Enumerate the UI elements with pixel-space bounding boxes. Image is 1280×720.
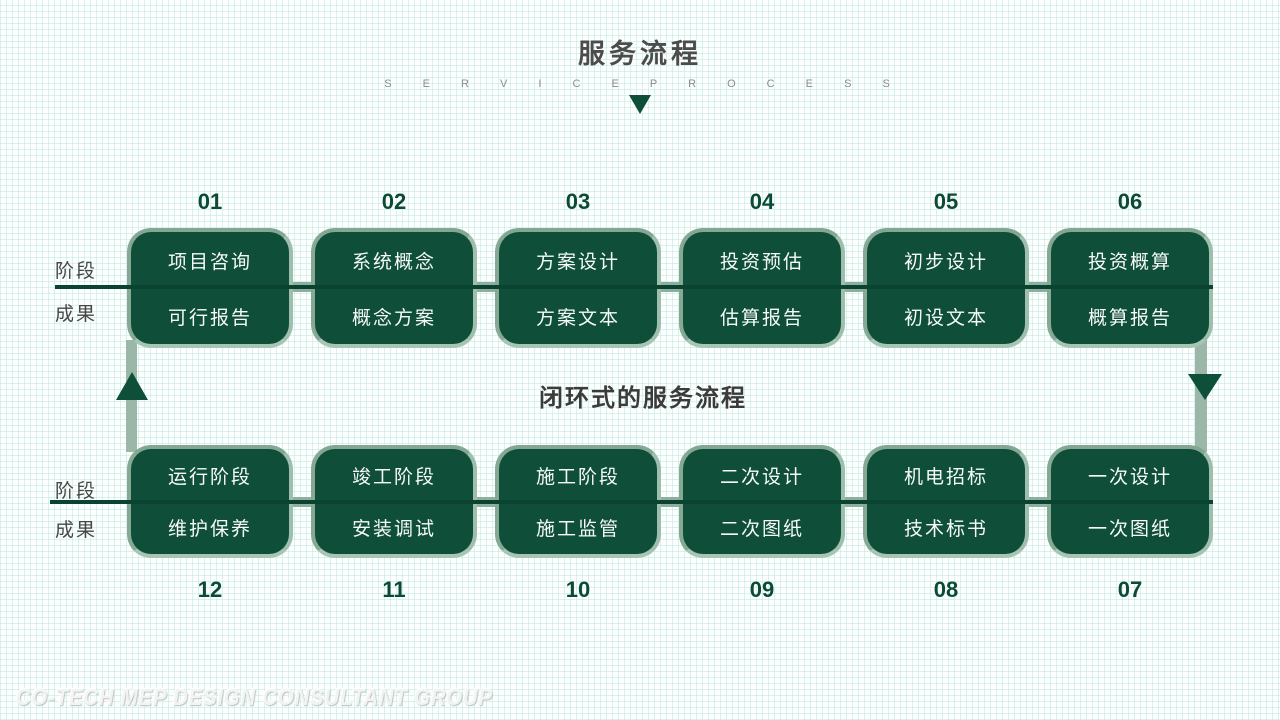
box-result-text: 施工监管 bbox=[535, 519, 620, 541]
box-result-text: 一次图纸 bbox=[1087, 519, 1172, 541]
box-stage-text: 投资预估 bbox=[719, 251, 804, 273]
box-stage-text: 机电招标 bbox=[903, 466, 988, 488]
box-result-text: 初设文本 bbox=[903, 307, 988, 329]
box-stage-text: 系统概念 bbox=[351, 251, 436, 273]
top-row-stage-label: 阶段 bbox=[54, 261, 97, 282]
box-result-text: 二次图纸 bbox=[719, 519, 804, 541]
box-stage-text: 初步设计 bbox=[903, 251, 988, 273]
step-number: 08 bbox=[933, 577, 959, 602]
header: 服务流程 S E R V I C E P R O C E S S bbox=[0, 32, 1280, 90]
step-number: 07 bbox=[1117, 577, 1143, 602]
box-result-text: 估算报告 bbox=[719, 307, 804, 329]
loop-caption: 闭环式的服务流程 bbox=[539, 385, 747, 412]
box-result-text: 安装调试 bbox=[351, 519, 436, 541]
step-number: 04 bbox=[749, 189, 775, 214]
box-result-text: 方案文本 bbox=[535, 307, 620, 329]
step-number: 02 bbox=[381, 189, 407, 214]
top-row-result-label: 成果 bbox=[54, 304, 97, 325]
step-number: 10 bbox=[565, 577, 591, 602]
bottom-row-divider-line bbox=[50, 500, 1213, 504]
step-number: 12 bbox=[197, 577, 223, 602]
step-number: 03 bbox=[565, 189, 591, 214]
bottom-row-result-label: 成果 bbox=[54, 520, 97, 541]
company-watermark: CO-TECH MEP DESIGN CONSULTANT GROUP bbox=[16, 684, 493, 710]
box-stage-text: 二次设计 bbox=[719, 466, 804, 488]
box-result-text: 概算报告 bbox=[1087, 307, 1172, 329]
box-stage-text: 方案设计 bbox=[535, 251, 620, 273]
step-number: 09 bbox=[749, 577, 775, 602]
box-result-text: 可行报告 bbox=[167, 307, 252, 329]
box-stage-text: 运行阶段 bbox=[167, 466, 252, 488]
step-number: 06 bbox=[1117, 189, 1143, 214]
box-result-text: 技术标书 bbox=[903, 519, 988, 541]
step-number: 11 bbox=[382, 577, 406, 602]
step-number: 01 bbox=[197, 189, 223, 214]
box-stage-text: 投资概算 bbox=[1087, 251, 1172, 273]
box-stage-text: 一次设计 bbox=[1087, 466, 1172, 488]
up-arrow-icon bbox=[116, 372, 148, 400]
bottom-row-stage-label: 阶段 bbox=[54, 481, 97, 502]
page-subtitle: S E R V I C E P R O C E S S bbox=[384, 78, 896, 90]
page-title: 服务流程 bbox=[578, 39, 702, 69]
header-down-triangle-icon bbox=[629, 95, 651, 114]
step-number: 05 bbox=[933, 189, 959, 214]
box-stage-text: 施工阶段 bbox=[535, 466, 620, 488]
box-stage-text: 项目咨询 bbox=[167, 251, 252, 273]
down-arrow-icon bbox=[1188, 374, 1222, 400]
box-result-text: 概念方案 bbox=[351, 307, 436, 329]
box-result-text: 维护保养 bbox=[167, 519, 252, 541]
box-stage-text: 竣工阶段 bbox=[351, 466, 436, 488]
top-row-divider-line bbox=[55, 285, 1213, 289]
